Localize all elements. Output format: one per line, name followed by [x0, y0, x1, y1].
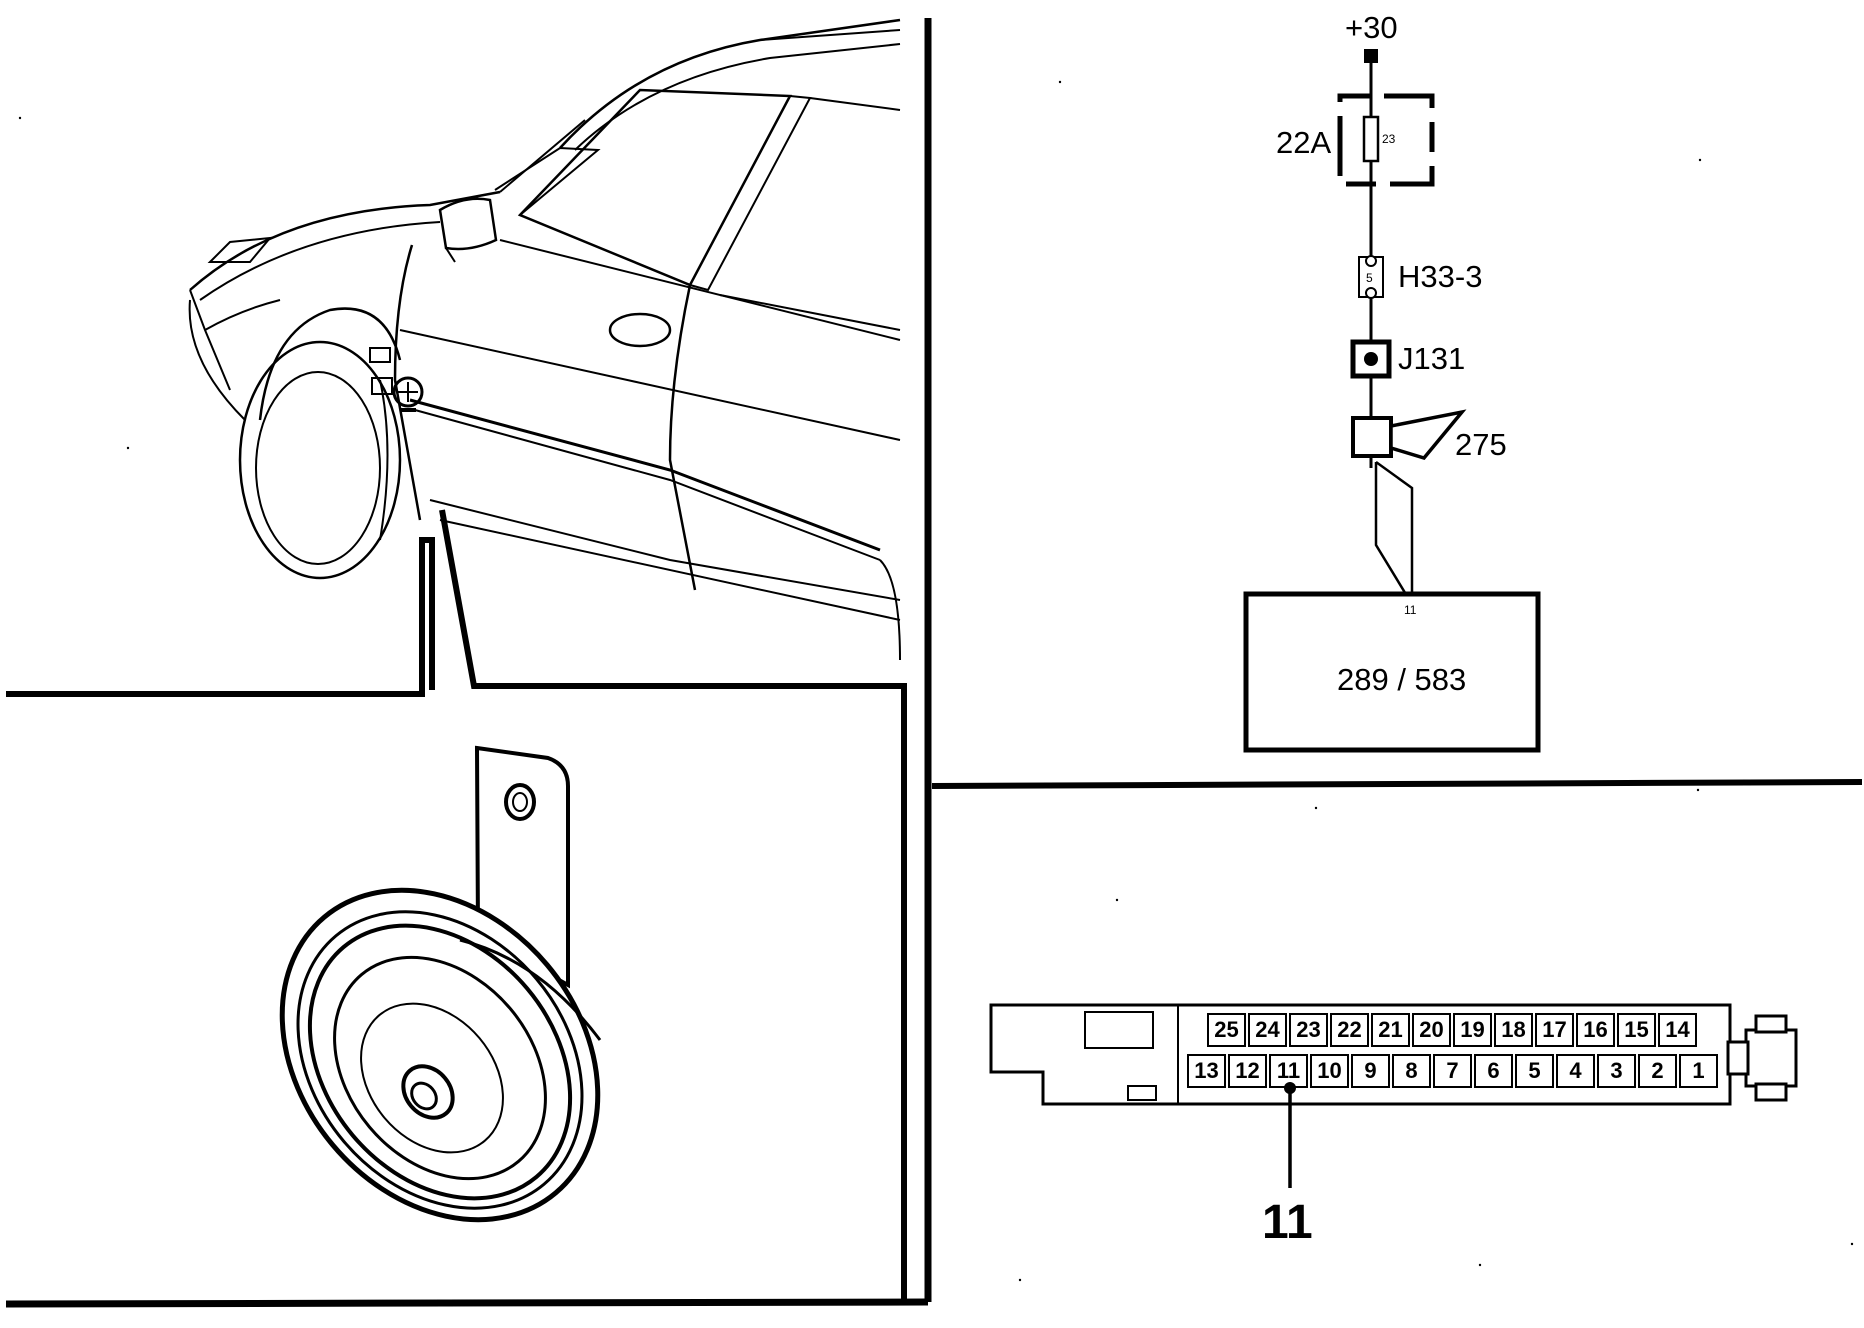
pin-cell	[1433, 1054, 1472, 1088]
pin-number: 22	[1337, 1017, 1361, 1042]
connector-latch	[1726, 1014, 1798, 1102]
pin-number: 3	[1610, 1058, 1622, 1083]
module-pin: 11	[1404, 603, 1417, 617]
junction-label: J131	[1398, 341, 1465, 376]
control-module	[1243, 591, 1541, 753]
pin-number: 23	[1296, 1017, 1320, 1042]
pin-cell	[1392, 1054, 1431, 1088]
horn-symbol	[1351, 409, 1467, 461]
pin-cell	[1351, 1054, 1390, 1088]
pin-number: 7	[1446, 1058, 1458, 1083]
connector-label: H33-3	[1398, 259, 1482, 294]
connector-pin: 5	[1366, 271, 1373, 285]
pin-cell	[1576, 1013, 1615, 1047]
pin-cell	[1269, 1054, 1308, 1088]
pin-number: 6	[1487, 1058, 1499, 1083]
pin-callout-label: 11	[1262, 1196, 1313, 1249]
fuse-box: 23	[1337, 93, 1435, 187]
pin-number: 17	[1542, 1017, 1566, 1042]
pin-number: 24	[1255, 1017, 1280, 1042]
horn-label: 275	[1455, 427, 1507, 462]
pin-number: 19	[1460, 1017, 1484, 1042]
pin-row-top: 25 24 23 22 21 20 19 18 17 16 15 14	[1207, 1013, 1697, 1047]
pin-cell	[1187, 1054, 1226, 1088]
pin-number: 20	[1419, 1017, 1443, 1042]
pin-cell	[1556, 1054, 1595, 1088]
fuse-number: 23	[1382, 132, 1396, 146]
pin-number: 10	[1317, 1058, 1341, 1083]
pin-cell	[1658, 1013, 1697, 1047]
pin-cell	[1515, 1054, 1554, 1088]
pin-number: 12	[1235, 1058, 1259, 1083]
panel-frame	[5, 18, 1863, 1308]
pin-number: 4	[1569, 1058, 1582, 1083]
module-label: 289 / 583	[1337, 662, 1466, 697]
horn-illustration	[279, 745, 602, 1223]
pin-cell	[1330, 1013, 1369, 1047]
pin-cell	[1289, 1013, 1328, 1047]
car-illustration	[188, 18, 901, 661]
fuse-symbol	[1362, 115, 1380, 163]
pin-number: 1	[1692, 1058, 1704, 1083]
pin-cell	[1310, 1054, 1349, 1088]
pin-number: 25	[1214, 1017, 1238, 1042]
pin-number: 16	[1583, 1017, 1607, 1042]
pin-number: 5	[1528, 1058, 1540, 1083]
pin-number: 15	[1624, 1017, 1648, 1042]
pin-cell	[1494, 1013, 1533, 1047]
pin-number: 13	[1194, 1058, 1218, 1083]
pin-cell	[1535, 1013, 1574, 1047]
pin-number: 21	[1378, 1017, 1402, 1042]
pin-row-bottom: 13 12 11 10 9 8 7 6 5 4 3 2 1	[1187, 1054, 1718, 1088]
pin-cell	[1412, 1013, 1451, 1047]
connector-h33-3: 5	[1358, 255, 1384, 299]
pin-number: 18	[1501, 1017, 1525, 1042]
pin-cell	[1679, 1054, 1718, 1088]
supply-label: +30	[1345, 10, 1398, 45]
pin-cell	[1597, 1054, 1636, 1088]
pin-number: 11	[1277, 1058, 1300, 1083]
pin-number: 2	[1651, 1058, 1663, 1083]
pin-number: 8	[1405, 1058, 1417, 1083]
scan-specks	[18, 80, 1854, 1282]
pin-cell	[1371, 1013, 1410, 1047]
pin-cell	[1248, 1013, 1287, 1047]
pin-cell	[1474, 1054, 1513, 1088]
pin-cell	[1617, 1013, 1656, 1047]
supply-terminal	[1364, 49, 1378, 63]
wire-to-module	[1374, 460, 1414, 607]
pin-cell	[1453, 1013, 1492, 1047]
pin-number: 9	[1364, 1058, 1376, 1083]
wiring-schematic: +30 23 22A 5 H33-3	[1243, 10, 1541, 753]
pin-cell	[1207, 1013, 1246, 1047]
pin-number: 14	[1665, 1017, 1690, 1042]
junction-j131	[1350, 339, 1392, 379]
fuse-box-label: 22A	[1276, 125, 1331, 160]
pin-cell	[1228, 1054, 1267, 1088]
pin-cell	[1638, 1054, 1677, 1088]
